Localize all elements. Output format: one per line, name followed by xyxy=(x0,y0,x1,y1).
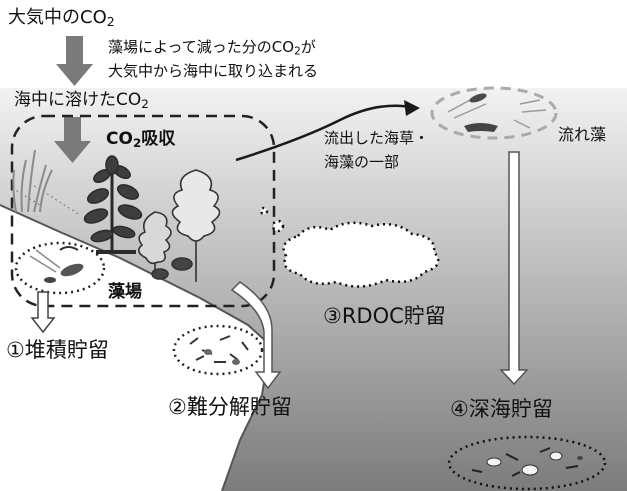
co2-absorb-subscript: 2 xyxy=(132,135,142,150)
outflow-label-line2: 海藻の一部 xyxy=(324,153,400,171)
uptake-label-line1: 藻場によって減った分のCO2が xyxy=(108,40,316,57)
outflow-arrow xyxy=(235,100,420,162)
refractory-sink-arrow xyxy=(230,281,282,390)
uptake-line1-subscript: 2 xyxy=(294,45,301,58)
refractory-storage-label: ②難分解貯留 xyxy=(168,395,292,419)
shallow-surface-line xyxy=(11,182,81,216)
seaweed-branched xyxy=(83,155,143,254)
seagrass xyxy=(12,149,53,213)
refractory-storage-cluster xyxy=(172,324,264,376)
air-to-sea-arrow xyxy=(56,36,93,86)
deepsea-sink-arrow xyxy=(499,151,529,386)
dissolved-co2-label: 海中に溶けたCO2 xyxy=(14,92,149,111)
rdoc-cloud xyxy=(259,206,440,288)
drifting-seaweed-label: 流れ藻 xyxy=(558,125,607,144)
seaweed-bed-boundary xyxy=(10,114,276,308)
outflow-label-line1: 流出した海草・ xyxy=(324,129,430,147)
air-co2-subscript: 2 xyxy=(106,14,115,30)
seaweed-bed-label: 藻場 xyxy=(108,282,142,302)
dissolved-co2-subscript: 2 xyxy=(141,96,149,111)
kelp-frond-left xyxy=(138,211,172,270)
sediment-storage-label: ①堆積貯留 xyxy=(6,338,109,362)
deepsea-storage-label: ④深海貯留 xyxy=(450,397,553,421)
uptake-line1-end: が xyxy=(300,38,316,56)
seabed-line xyxy=(0,204,272,491)
kelp-frond-right xyxy=(151,169,221,282)
uptake-line1-text: 藻場によって減った分のCO xyxy=(108,38,295,56)
sediment-burial-arrow xyxy=(30,291,56,334)
co2-absorb-label: CO2吸収 xyxy=(106,131,175,150)
co2-absorb-arrow xyxy=(54,117,91,163)
drifting-seaweed-patch xyxy=(430,86,558,140)
air-co2-text: 大気中のCO xyxy=(8,7,107,28)
co2-absorb-end: 吸収 xyxy=(141,129,176,149)
deepsea-storage-cluster xyxy=(447,435,607,491)
air-co2-label: 大気中のCO2 xyxy=(8,9,115,29)
uptake-label-line2: 大気中から海中に取り込まれる xyxy=(108,62,319,80)
seabed-slope xyxy=(0,205,270,491)
dissolved-co2-text: 海中に溶けたCO xyxy=(14,90,142,110)
sediment-storage-cluster xyxy=(14,241,106,295)
co2-absorb-text: CO xyxy=(106,129,133,149)
rdoc-storage-label: ③RDOC貯留 xyxy=(323,304,446,328)
